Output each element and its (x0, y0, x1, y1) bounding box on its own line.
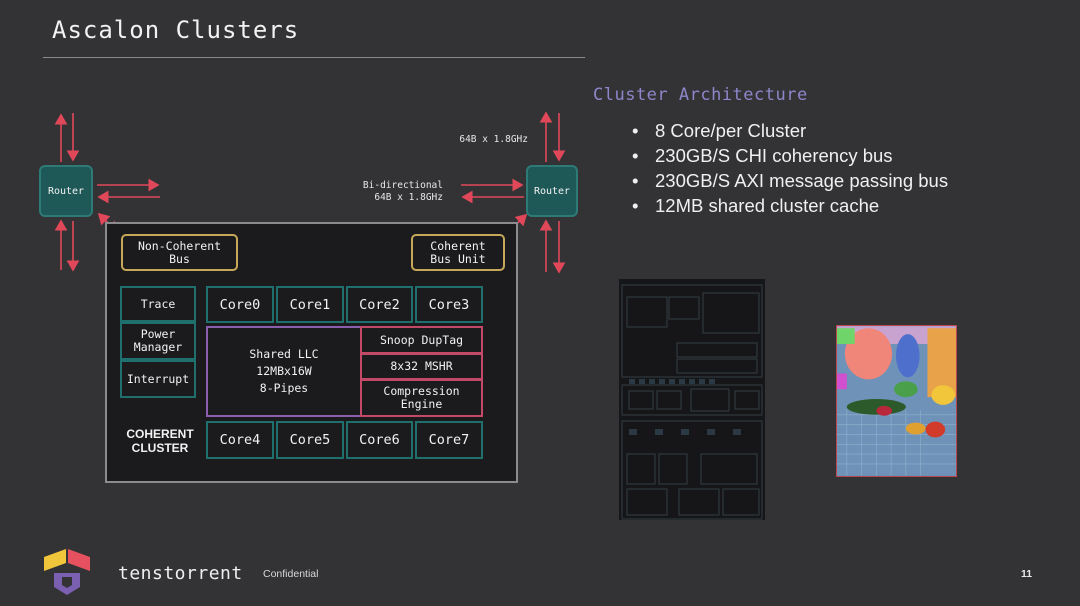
core-label: Core6 (359, 432, 400, 448)
compression-engine-block: Compression Engine (360, 379, 483, 417)
core-label: Core5 (289, 432, 331, 448)
non-coherent-bus: Non-Coherent Bus (121, 234, 238, 271)
page-number: 11 (1021, 568, 1033, 580)
feature-item: 12MB shared cluster cache (632, 193, 948, 218)
section-heading: Cluster Architecture (593, 85, 808, 105)
coherent-cluster-line2: CLUSTER (131, 441, 189, 455)
core-label: Core4 (219, 432, 261, 448)
coherent-bus-unit: Coherent Bus Unit (411, 234, 505, 271)
core-label: Core0 (219, 296, 261, 313)
die-photo-image (836, 325, 957, 477)
compression-line2: Engine (400, 397, 443, 411)
shared-llc-block: Shared LLC 12MBx16W 8-Pipes (206, 326, 362, 417)
interrupt-label: Interrupt (126, 371, 190, 386)
power-manager-block: Power Manager (120, 322, 196, 360)
coherent-bus-unit-line1: Coherent (430, 238, 486, 253)
core-label: Core2 (359, 296, 400, 313)
core-7: Core7 (415, 421, 483, 459)
power-manager-line2: Manager (133, 340, 183, 354)
tenstorrent-logo (44, 549, 90, 595)
core-label: Core1 (289, 296, 331, 313)
core-4: Core4 (206, 421, 274, 459)
core-0: Core0 (206, 286, 274, 323)
interrupt-block: Interrupt (120, 360, 196, 398)
coherent-cluster-line1: COHERENT (126, 427, 194, 441)
bidirectional-label: Bi-directional 64B x 1.8GHz (330, 180, 443, 204)
core-label: Core3 (428, 296, 470, 313)
core-5: Core5 (276, 421, 344, 459)
non-coherent-bus-line2: Bus (169, 251, 190, 266)
link-bandwidth-label: 64B x 1.8GHz (459, 134, 528, 145)
feature-list: 8 Core/per Cluster 230GB/S CHI coherency… (632, 118, 948, 218)
bidirectional-label-line1: Bi-directional (362, 180, 443, 191)
feature-item: 230GB/S AXI message passing bus (632, 168, 948, 193)
trace-label: Trace (140, 296, 176, 311)
power-manager-line1: Power (140, 327, 176, 341)
core-2: Core2 (346, 286, 413, 323)
llc-line1: Shared LLC (249, 347, 319, 361)
coherent-bus-unit-line2: Bus Unit (430, 251, 486, 266)
trace-block: Trace (120, 286, 196, 322)
core-6: Core6 (346, 421, 413, 459)
feature-item: 230GB/S CHI coherency bus (632, 143, 948, 168)
snoop-duptag-label: Snoop DupTag (379, 332, 464, 347)
non-coherent-bus-line1: Non-Coherent (137, 238, 222, 253)
router-left: Router (39, 165, 93, 217)
core-floorplan-image (619, 279, 765, 520)
router-left-label: Router (47, 185, 85, 197)
slide-title: Ascalon Clusters (52, 16, 300, 44)
router-right-label: Router (533, 185, 571, 197)
llc-line3: 8-Pipes (259, 381, 309, 395)
compression-line1: Compression (383, 384, 460, 398)
confidential-label: Confidential (263, 568, 319, 580)
coherent-cluster-label: COHERENT CLUSTER (120, 427, 200, 455)
mshr-block: 8x32 MSHR (360, 353, 483, 380)
llc-line2: 12MBx16W (256, 364, 312, 378)
core-label: Core7 (428, 432, 470, 448)
router-right: Router (526, 165, 578, 217)
brand-name: tenstorrent (118, 563, 243, 584)
core-1: Core1 (276, 286, 344, 323)
title-divider (43, 57, 585, 58)
core-3: Core3 (415, 286, 483, 323)
bidirectional-label-line2: 64B x 1.8GHz (374, 192, 443, 203)
snoop-duptag-block: Snoop DupTag (360, 326, 483, 354)
feature-item: 8 Core/per Cluster (632, 118, 948, 143)
mshr-label: 8x32 MSHR (390, 359, 453, 373)
